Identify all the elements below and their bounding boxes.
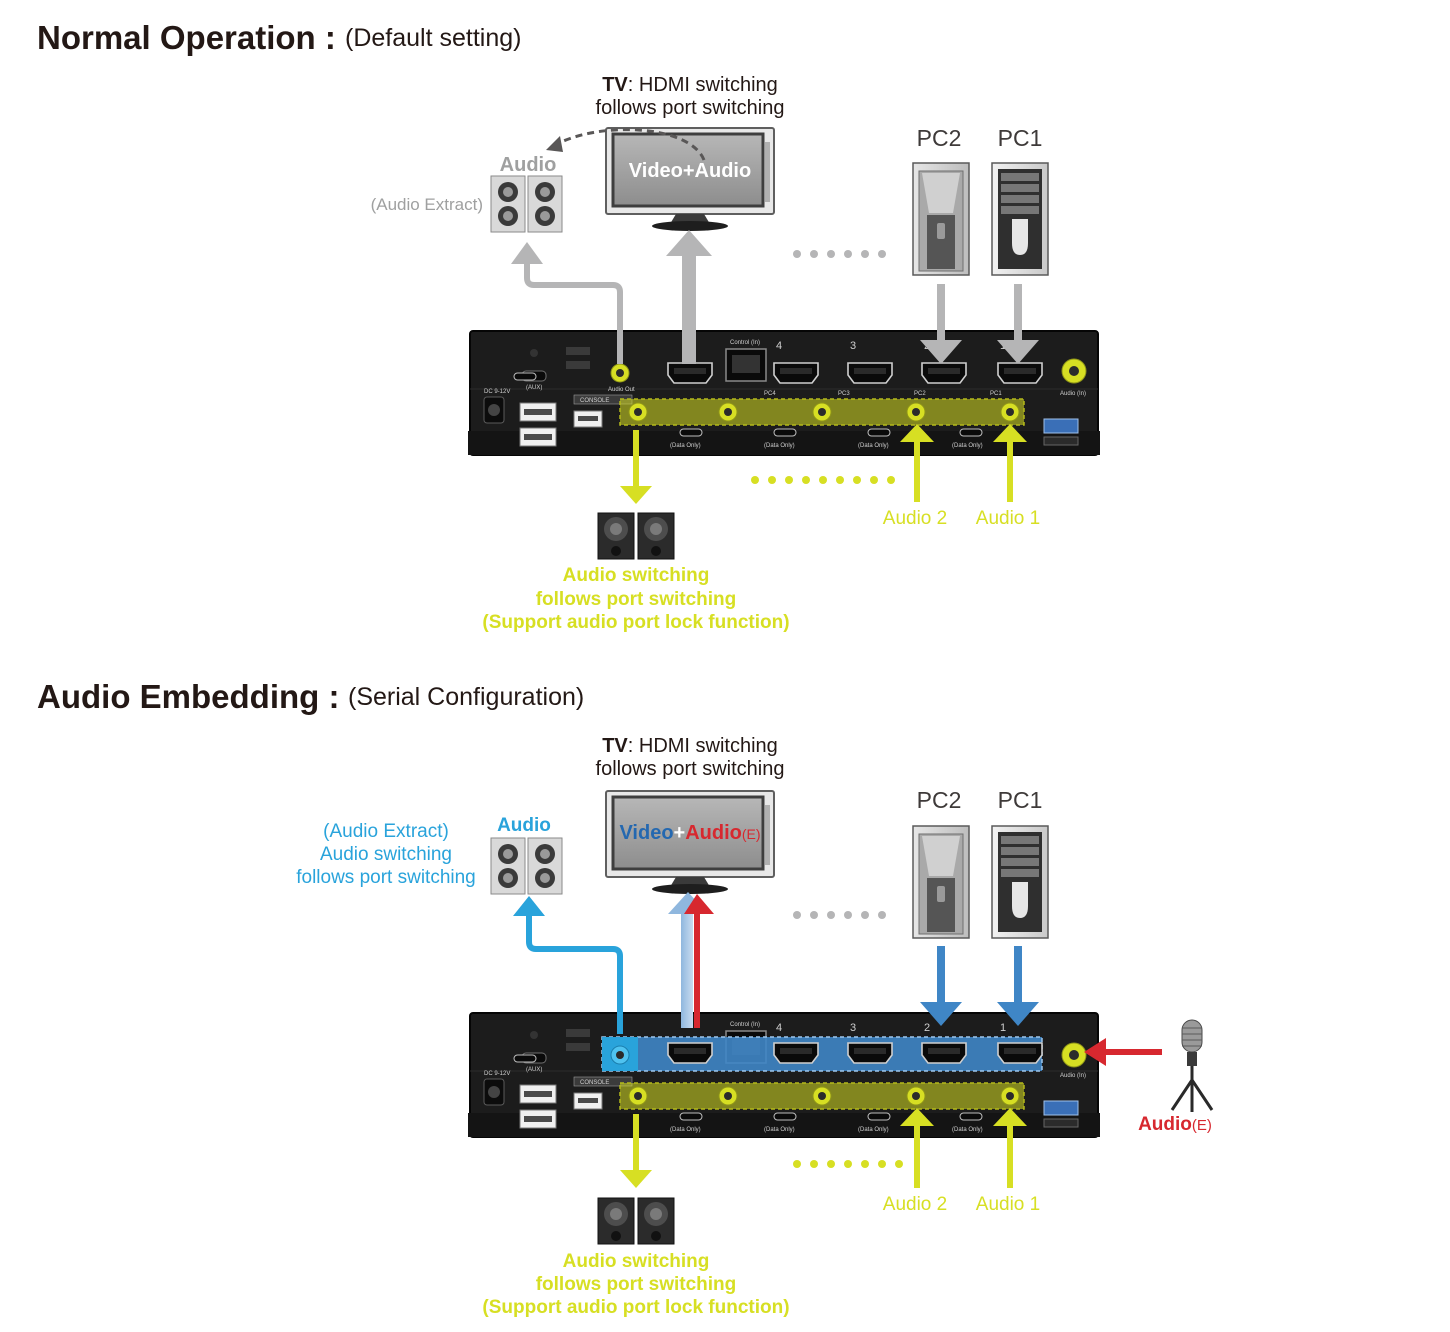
data-only-label: (Data Only) xyxy=(764,443,795,449)
port-tag-pc4: PC4 xyxy=(764,391,776,397)
pc-tower-icon xyxy=(912,825,970,939)
section1-audio-extract: (Audio Extract) xyxy=(371,195,483,214)
section1-title: Normal Operation : xyxy=(37,19,336,56)
port-3-number: 3 xyxy=(850,1022,856,1034)
dashed-arrow-head xyxy=(546,136,563,152)
section1-audio1-label: Audio 1 xyxy=(976,508,1040,529)
section1-audio-label: Audio xyxy=(500,154,557,176)
section2-audio2-label: Audio 2 xyxy=(883,1194,947,1215)
port-2-number: 2 xyxy=(924,1022,930,1034)
section1-pc1-label: PC1 xyxy=(998,125,1043,151)
section2-tv-label-line2: follows port switching xyxy=(596,758,785,780)
section2-extract-line3: follows port switching xyxy=(296,867,476,888)
ellipsis-dots-yellow xyxy=(751,476,895,484)
ellipsis-dots-top xyxy=(793,250,886,258)
audio-in-label: Audio (In) xyxy=(1060,1073,1086,1079)
data-only-label: (Data Only) xyxy=(764,1127,795,1133)
section2-audio1-label: Audio 1 xyxy=(976,1194,1040,1215)
pc-tower-icon xyxy=(991,825,1049,939)
section2-extract-line2: Audio switching xyxy=(320,844,452,865)
section2-note-line2: follows port switching xyxy=(536,1274,737,1295)
speaker-icon xyxy=(490,175,563,233)
port-tag-pc3: PC3 xyxy=(838,391,850,397)
audio-out-label: Audio Out xyxy=(608,387,635,393)
port-3-number: 3 xyxy=(850,340,856,352)
section2-title: Audio Embedding : xyxy=(37,678,339,715)
section2-note-line1: Audio switching xyxy=(563,1251,710,1272)
dc-label: DC 9-12V xyxy=(484,389,510,395)
section2-audio-label: Audio xyxy=(497,815,551,836)
microphone-icon xyxy=(1170,1018,1214,1114)
blue-signal-arrows xyxy=(513,892,1039,1034)
yellow-audio-arrows xyxy=(620,1108,1027,1188)
data-only-label: (Data Only) xyxy=(858,1127,889,1133)
section1-screen-text: Video+Audio xyxy=(629,160,751,182)
data-only-label: (Data Only) xyxy=(952,1127,983,1133)
section-normal-operation: Normal Operation : (Default setting) TV:… xyxy=(37,19,1101,633)
section1-subtitle: (Default setting) xyxy=(345,24,521,52)
port-4-number: 4 xyxy=(776,1022,782,1034)
speaker-icon xyxy=(490,837,563,895)
data-only-label: (Data Only) xyxy=(670,1127,701,1133)
audio-in-label: Audio (In) xyxy=(1060,391,1086,397)
control-label: Control (In) xyxy=(730,340,760,346)
port-1-number: 1 xyxy=(1000,1022,1006,1034)
section2-mic-label: Audio(E) xyxy=(1138,1114,1212,1135)
pc-tower-icon xyxy=(991,162,1049,276)
data-only-label: (Data Only) xyxy=(858,443,889,449)
aux-label: (AUX) xyxy=(526,1067,542,1073)
console-label: CONSOLE xyxy=(580,398,609,404)
section2-tv-label: TV: HDMI switching xyxy=(602,735,778,757)
section1-note-line1: Audio switching xyxy=(563,565,710,586)
section-audio-embedding: Audio Embedding : (Serial Configuration)… xyxy=(37,678,1214,1318)
gray-signal-arrows xyxy=(511,230,1039,364)
section1-audio2-label: Audio 2 xyxy=(883,508,947,529)
port-4-number: 4 xyxy=(776,340,782,352)
section2-extract-line1: (Audio Extract) xyxy=(323,821,449,842)
pc-tower-icon xyxy=(912,162,970,276)
ellipsis-dots-yellow xyxy=(793,1160,903,1168)
section1-tv-label-line2: follows port switching xyxy=(596,97,785,119)
dc-label: DC 9-12V xyxy=(484,1071,510,1077)
data-only-label: (Data Only) xyxy=(670,443,701,449)
console-label: CONSOLE xyxy=(580,1080,609,1086)
section2-screen-text: Video+Audio(E) xyxy=(619,822,760,844)
control-label: Control (In) xyxy=(730,1022,760,1028)
port-tag-pc2: PC2 xyxy=(914,391,926,397)
kvm-switch-icon: DC 9-12V (AUX) CONSOLE Control (In) Audi… xyxy=(467,1012,1101,1138)
speaker-icon xyxy=(597,512,675,560)
red-mic-arrow xyxy=(1084,1038,1162,1066)
section1-tv-label: TV: HDMI switching xyxy=(602,74,778,96)
section1-note-line2: follows port switching xyxy=(536,589,737,610)
yellow-audio-arrows xyxy=(620,424,1027,504)
speaker-icon xyxy=(597,1197,675,1245)
ellipsis-dots-top xyxy=(793,911,886,919)
section1-pc2-label: PC2 xyxy=(917,125,962,151)
port-tag-pc1: PC1 xyxy=(990,391,1002,397)
section2-subtitle: (Serial Configuration) xyxy=(348,683,584,711)
section1-note-line3: (Support audio port lock function) xyxy=(482,612,789,633)
section2-note-line3: (Support audio port lock function) xyxy=(482,1297,789,1318)
aux-label: (AUX) xyxy=(526,385,542,391)
section2-pc2-label: PC2 xyxy=(917,787,962,813)
data-only-label: (Data Only) xyxy=(952,443,983,449)
audio-extract-dashed-arrow xyxy=(552,128,706,161)
section2-pc1-label: PC1 xyxy=(998,787,1043,813)
